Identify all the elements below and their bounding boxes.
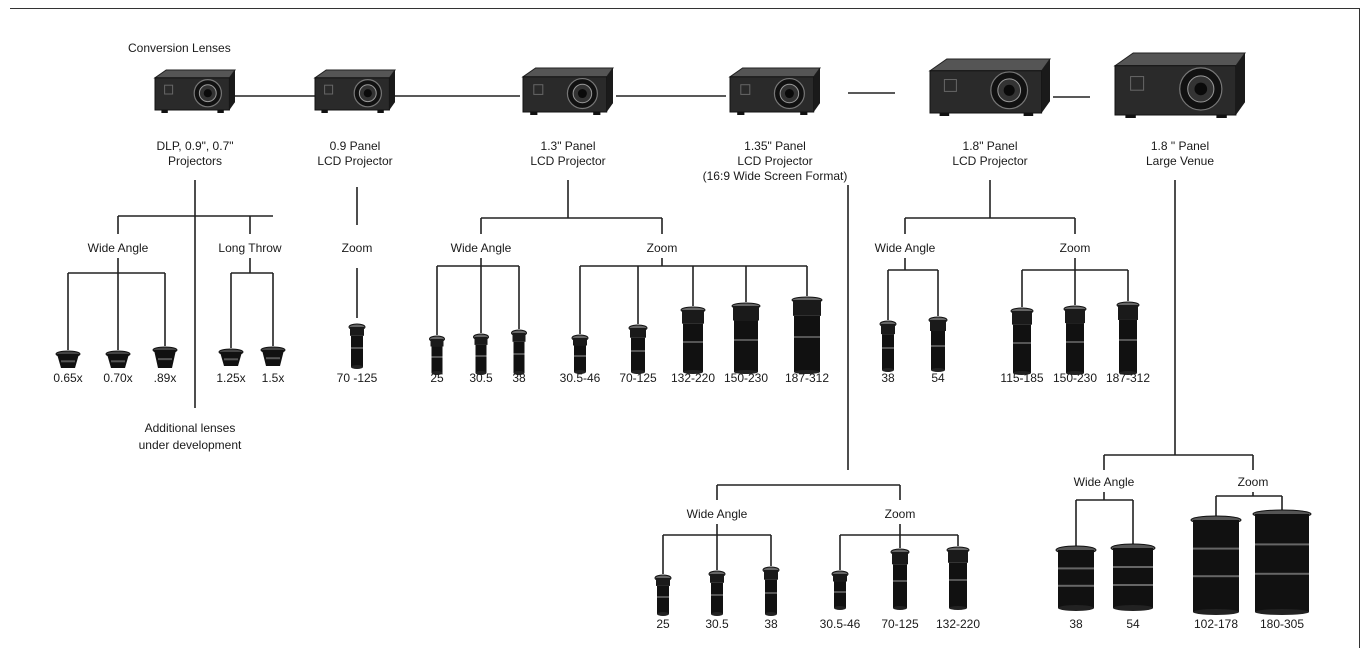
projector-label-6-line1: 1.8 " Panel — [1151, 139, 1209, 153]
projector-label-6-line2: Large Venue — [1146, 154, 1214, 168]
projector-icon-2 — [313, 69, 396, 113]
group-label-g5a: Wide Angle — [875, 241, 936, 255]
lens-icon-g1a-2 — [152, 346, 178, 368]
lens-label-g5a-1: 54 — [931, 371, 945, 385]
lens-label-g6b-1: 180-305 — [1260, 617, 1304, 631]
lens-label-g6a-0: 38 — [1069, 617, 1083, 631]
group-label-g5b: Zoom — [1060, 241, 1091, 255]
lens-label-g3b-3: 150-230 — [724, 371, 768, 385]
lens-icon-g5b-0 — [1010, 307, 1034, 375]
lens-icon-g1a-0 — [55, 350, 81, 368]
lens-icon-g6a-1 — [1110, 543, 1156, 611]
lens-label-g2-0: 70 -125 — [337, 371, 378, 385]
lens-label-g4b-1: 70-125 — [881, 617, 919, 631]
lens-icon-g4a-1 — [708, 570, 726, 616]
lens-icon-g4a-2 — [762, 566, 780, 616]
lens-icon-g4a-0 — [654, 574, 672, 616]
lens-icon-g4b-0 — [831, 570, 849, 610]
lens-label-g3b-4: 187-312 — [785, 371, 829, 385]
group-label-g6a: Wide Angle — [1074, 475, 1135, 489]
lens-icon-g1b-1 — [260, 346, 286, 366]
lens-icon-g5b-2 — [1116, 301, 1140, 375]
lens-label-g4a-1: 30.5 — [705, 617, 729, 631]
projector-layer — [153, 52, 1246, 118]
lens-label-g6b-0: 102-178 — [1194, 617, 1238, 631]
lens-icon-g6b-1 — [1252, 509, 1312, 615]
projector-icon-6 — [1113, 52, 1246, 118]
lens-icon-g3b-4 — [791, 296, 823, 374]
lens-icon-g3a-1 — [473, 333, 489, 375]
frame-right-border — [1359, 8, 1360, 648]
lens-icon-g6a-0 — [1055, 545, 1097, 611]
lens-label-g1a-2: .89x — [154, 371, 177, 385]
lens-label-g1b-0: 1.25x — [216, 371, 245, 385]
projector-label-1-line1: DLP, 0.9", 0.7" — [156, 139, 233, 153]
note-line-2: under development — [139, 438, 242, 452]
projector-icon-1 — [153, 69, 236, 113]
group-label-g4b: Zoom — [885, 507, 916, 521]
projector-label-5-line1: 1.8" Panel — [963, 139, 1018, 153]
lens-label-g5b-0: 115-185 — [1000, 371, 1043, 385]
diagram-title: Conversion Lenses — [128, 41, 231, 55]
group-label-g1a: Wide Angle — [88, 241, 149, 255]
lens-label-g1a-0: 0.65x — [53, 371, 82, 385]
projector-label-3-line1: 1.3" Panel — [541, 139, 596, 153]
projector-label-1-line2: Projectors — [168, 154, 222, 168]
lens-label-g3a-2: 38 — [512, 371, 526, 385]
projector-label-4-line1: 1.35" Panel — [744, 139, 806, 153]
projector-label-2-line1: 0.9 Panel — [330, 139, 381, 153]
lens-label-g3a-1: 30.5 — [469, 371, 493, 385]
lens-label-g3a-0: 25 — [430, 371, 444, 385]
lens-label-g4a-2: 38 — [764, 617, 778, 631]
lens-icon-g4b-1 — [890, 548, 910, 610]
lens-icon-g5a-0 — [879, 320, 897, 372]
group-label-g6b: Zoom — [1238, 475, 1269, 489]
projector-icon-3 — [521, 67, 614, 115]
lens-label-g5b-1: 150-230 — [1053, 371, 1097, 385]
projector-label-4-line2: LCD Projector — [737, 154, 812, 168]
note-line-1: Additional lenses — [145, 421, 236, 435]
group-label-g4a: Wide Angle — [687, 507, 748, 521]
lens-icon-g3b-2 — [680, 306, 706, 374]
connector-lines — [67, 92, 1283, 574]
group-label-g1b: Long Throw — [218, 241, 281, 255]
lens-icon-g2-0 — [348, 323, 366, 369]
lens-label-g1a-1: 0.70x — [103, 371, 132, 385]
lens-label-g3b-2: 132-220 — [671, 371, 715, 385]
group-label-g3b: Zoom — [647, 241, 678, 255]
frame-top-border — [10, 8, 1360, 9]
group-label-g2: Zoom — [342, 241, 373, 255]
projector-label-3-line2: LCD Projector — [530, 154, 605, 168]
group-label-g3a: Wide Angle — [451, 241, 512, 255]
lens-label-g5b-2: 187-312 — [1106, 371, 1150, 385]
projector-icon-4 — [728, 67, 821, 115]
lens-icon-g3b-0 — [571, 334, 589, 374]
lens-icon-g4b-2 — [946, 546, 970, 610]
lens-icon-g6b-0 — [1190, 515, 1242, 615]
projector-icon-5 — [928, 58, 1051, 116]
lens-icon-g1a-1 — [105, 350, 131, 368]
lens-label-g4b-0: 30.5-46 — [820, 617, 861, 631]
lens-icon-g3a-0 — [429, 335, 445, 375]
projector-label-4-line3: (16:9 Wide Screen Format) — [703, 169, 848, 183]
projector-label-5-line2: LCD Projector — [952, 154, 1027, 168]
lens-icon-g5b-1 — [1063, 305, 1087, 375]
lens-icon-g5a-1 — [928, 316, 948, 372]
lens-icon-g3b-3 — [731, 302, 761, 374]
lens-label-g4b-2: 132-220 — [936, 617, 980, 631]
projector-label-2-line2: LCD Projector — [317, 154, 392, 168]
lens-label-g3b-1: 70-125 — [619, 371, 657, 385]
lens-layer — [55, 296, 1312, 616]
lens-icon-g3a-2 — [511, 329, 527, 375]
lens-label-g3b-0: 30.5-46 — [560, 371, 601, 385]
lens-label-g1b-1: 1.5x — [262, 371, 285, 385]
lens-label-g6a-1: 54 — [1126, 617, 1140, 631]
lens-label-g4a-0: 25 — [656, 617, 670, 631]
lens-icon-g3b-1 — [628, 324, 648, 374]
text-layer: Conversion Lenses Additional lenses unde… — [53, 41, 1304, 631]
lens-icon-g1b-0 — [218, 348, 244, 366]
lens-label-g5a-0: 38 — [881, 371, 895, 385]
